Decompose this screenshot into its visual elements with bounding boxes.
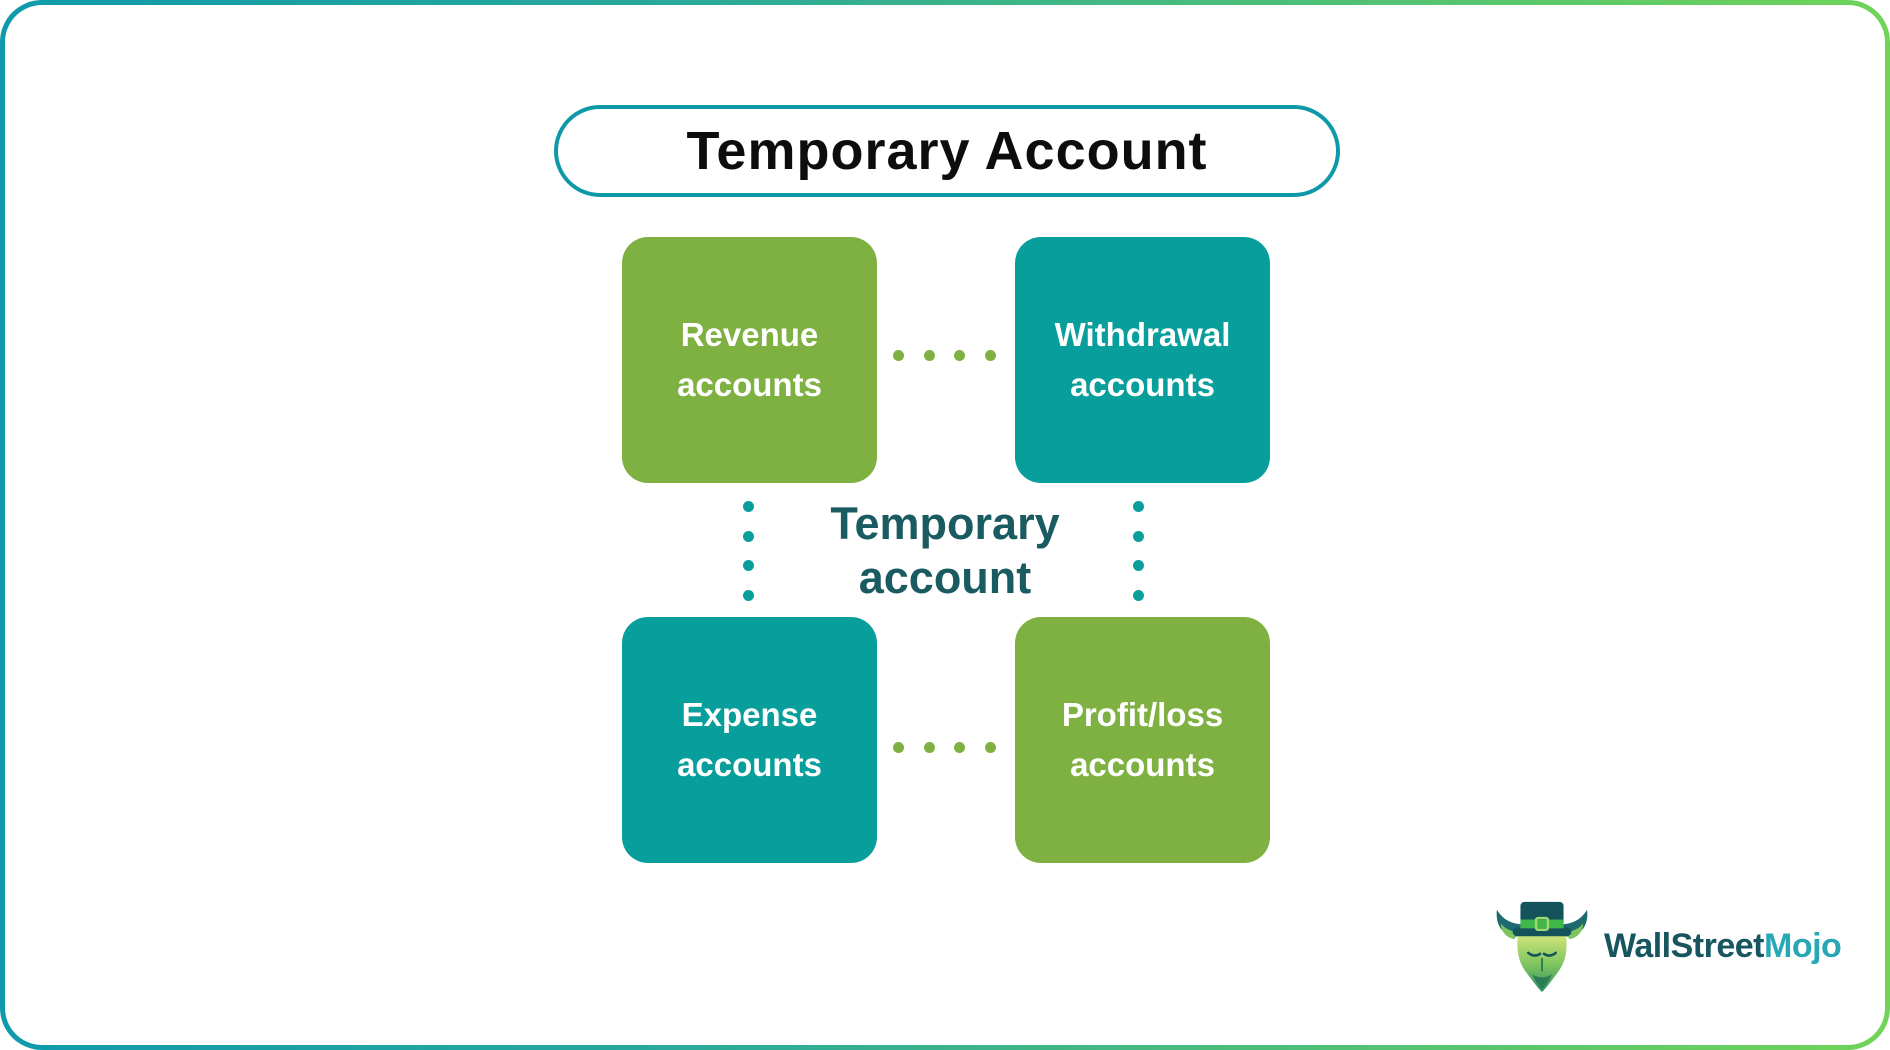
node-profitloss-label-line2: accounts	[1070, 746, 1215, 783]
dotted-connector-top	[893, 350, 996, 361]
wallstreetmojo-logo: WallStreetMojo	[1492, 898, 1842, 994]
connector-dot	[1133, 501, 1144, 512]
connector-dot	[984, 742, 996, 753]
connector-dot	[923, 350, 935, 361]
connector-dot	[893, 350, 904, 361]
brand-text-wallstreet: WallStreet	[1604, 926, 1765, 965]
node-withdrawal-accounts: Withdrawal accounts	[1015, 237, 1270, 483]
node-withdrawal-label-line1: Withdrawal	[1054, 316, 1231, 353]
connector-dot	[893, 742, 904, 753]
dotted-connector-left	[743, 501, 754, 601]
bull-mascot-icon	[1496, 901, 1588, 993]
connector-dot	[984, 350, 996, 361]
connector-dot	[1133, 589, 1144, 601]
node-expense-accounts: Expense accounts	[622, 617, 877, 863]
node-withdrawal-label-line2: accounts	[1070, 366, 1215, 403]
dotted-connector-right	[1133, 501, 1144, 601]
connector-dot	[923, 742, 935, 753]
center-label: Temporary account	[645, 497, 1245, 605]
connector-dot	[1133, 560, 1144, 572]
diagram-title-pill: Temporary Account	[554, 105, 1340, 197]
node-profitloss-accounts: Profit/loss accounts	[1015, 617, 1270, 863]
diagram-title: Temporary Account	[686, 121, 1208, 181]
node-revenue-label-line2: accounts	[677, 366, 822, 403]
connector-dot	[954, 742, 966, 753]
node-profitloss-label-line1: Profit/loss	[1061, 696, 1224, 733]
connector-dot	[743, 589, 754, 601]
center-label-line2: account	[858, 552, 1032, 603]
connector-dot	[743, 530, 754, 542]
connector-dot	[1133, 530, 1144, 542]
brand-text-mojo: Mojo	[1764, 926, 1842, 965]
node-revenue-label-line1: Revenue	[680, 316, 819, 353]
dotted-connector-bottom	[893, 742, 996, 753]
node-expense-label-line2: accounts	[677, 746, 822, 783]
wallstreetmojo-wordmark: WallStreetMojo	[1604, 926, 1842, 966]
node-revenue-accounts: Revenue accounts	[622, 237, 877, 483]
center-label-line1: Temporary	[830, 498, 1060, 549]
connector-dot	[954, 350, 966, 361]
connector-dot	[743, 560, 754, 572]
node-expense-label-line1: Expense	[681, 696, 818, 733]
connector-dot	[743, 501, 754, 512]
